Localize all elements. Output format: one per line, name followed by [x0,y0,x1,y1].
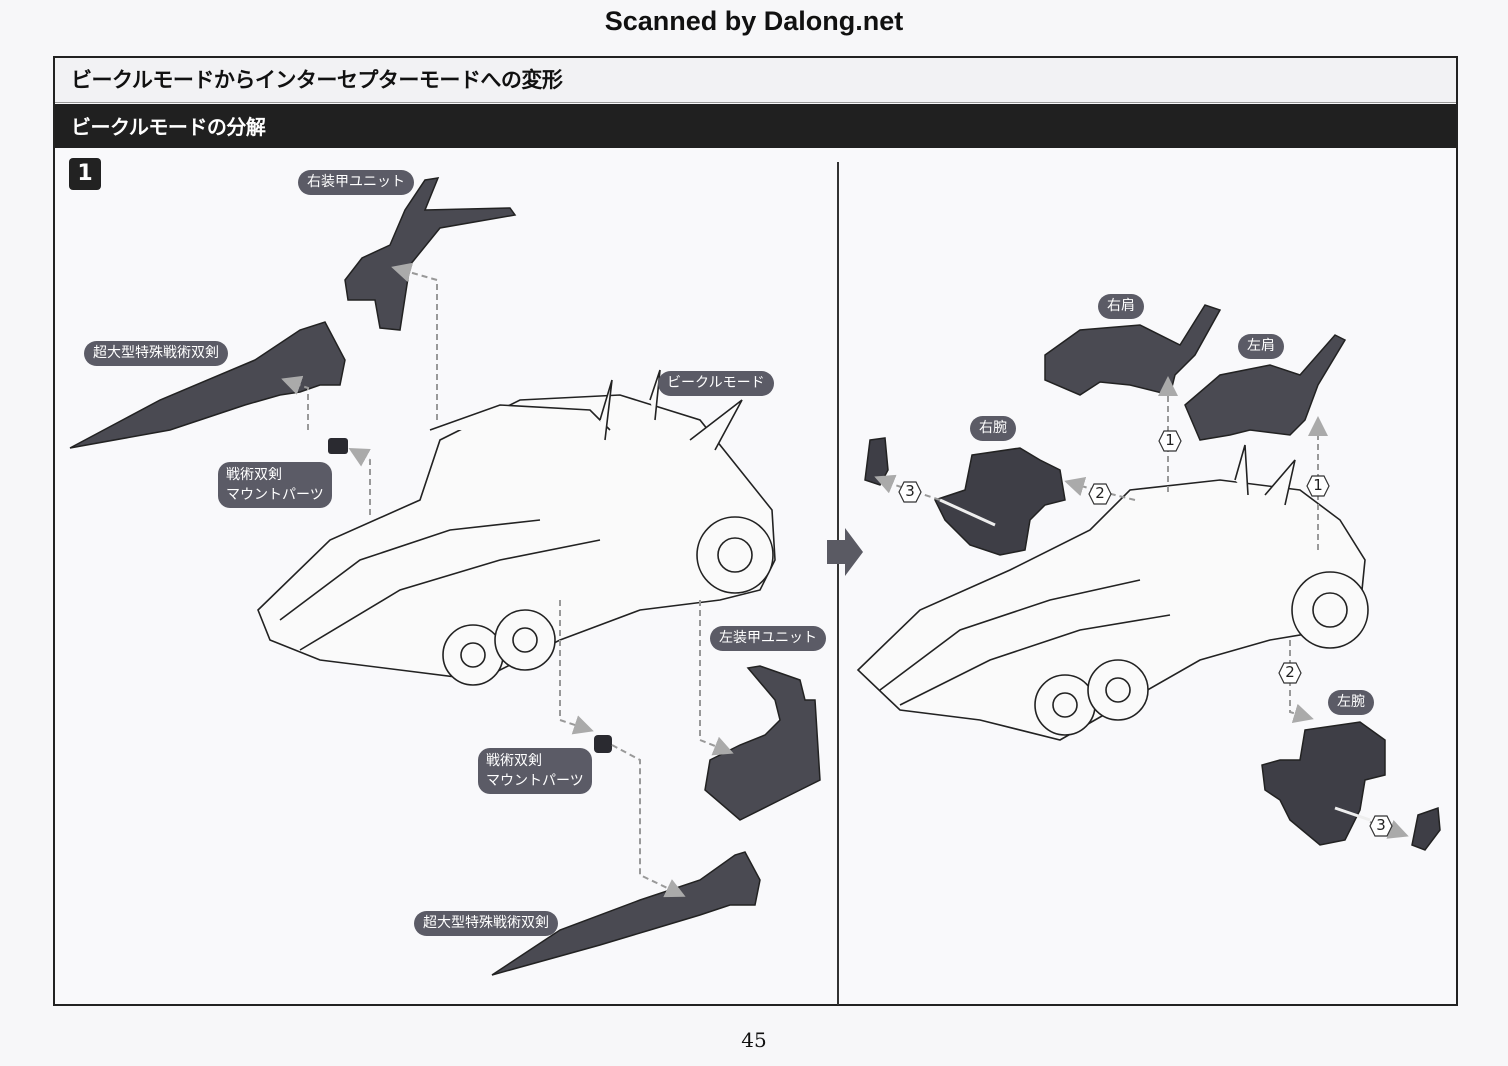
label-vehicle-mode: ビークルモード [658,371,774,396]
page-title: ビークルモードからインターセプターモードへの変形 [71,68,563,92]
panel-divider [837,162,839,1005]
section-title-bar: ビークルモードの分解 [55,104,1456,148]
step-marker: 2 [1278,662,1302,684]
left-shoulder-part [1184,334,1347,441]
right-arm-part [864,437,1066,556]
mount-part-top [328,438,348,454]
vehicle-mode-part [257,369,776,686]
label-giant-sword-bottom: 超大型特殊戦術双剣 [414,911,558,936]
guide-lines-left [281,262,734,898]
step-marker: 1 [1306,475,1330,497]
label-mount-parts-top: 戦術双剣 マウントパーツ [218,462,332,508]
label-mount-parts-bottom: 戦術双剣 マウントパーツ [478,748,592,794]
step-marker: 3 [1369,815,1393,837]
right-shoulder-part [1044,304,1222,396]
label-left-shoulder: 左肩 [1238,334,1284,359]
step-number-badge: 1 [69,158,101,190]
label-giant-sword-top: 超大型特殊戦術双剣 [84,341,228,366]
watermark: Scanned by Dalong.net [604,6,904,36]
step-marker: 3 [898,481,922,503]
label-mount-parts-top-line1: 戦術双剣 [226,467,282,483]
transition-arrow-icon [827,528,863,576]
giant-sword-top-part [69,321,346,449]
label-mount-parts-bottom-line2: マウントパーツ [486,773,584,789]
vehicle-stripped-part [856,444,1369,741]
right-armor-unit-part [344,177,517,331]
label-right-arm: 右腕 [970,416,1016,441]
left-armor-unit-part [704,665,821,821]
label-mount-parts-bottom-line1: 戦術双剣 [486,753,542,769]
step-marker: 1 [1158,430,1182,452]
label-right-shoulder: 右肩 [1098,294,1144,319]
left-arm-part [1261,721,1441,851]
label-mount-parts-top-line2: マウントパーツ [226,487,324,503]
page-number: 45 [741,1028,767,1052]
step-marker: 2 [1088,483,1112,505]
page-title-bar: ビークルモードからインターセプターモードへの変形 [55,58,1456,103]
label-left-armor-unit: 左装甲ユニット [710,626,826,651]
mount-part-bottom [594,735,612,753]
giant-sword-bottom-part [491,851,761,976]
section-title: ビークルモードの分解 [71,115,266,139]
label-left-arm: 左腕 [1328,690,1374,715]
label-right-armor-unit: 右装甲ユニット [298,170,414,195]
